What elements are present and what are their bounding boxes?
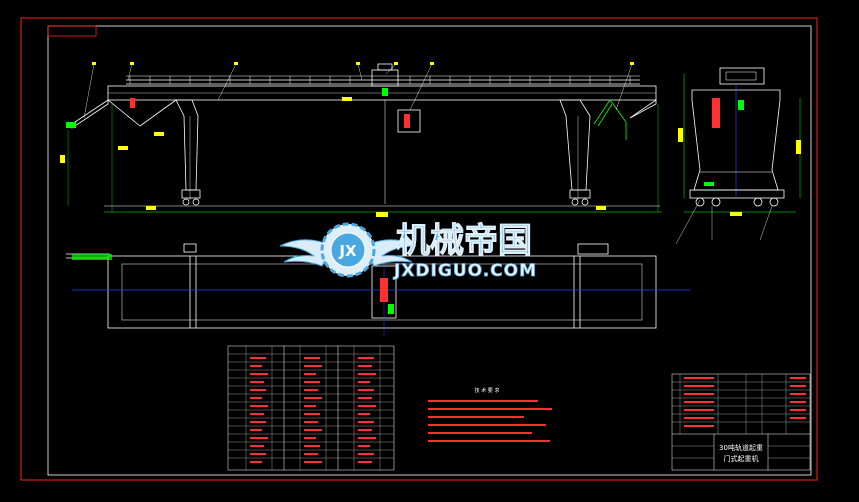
stair-right (593, 99, 627, 140)
title-block-name-line1: 30吨轨道起重 (719, 443, 763, 452)
watermark-logo: JX 机械帝国 JXDIGUO.COM (279, 221, 537, 281)
side-elevation-view (675, 67, 801, 245)
front-elevation-view (71, 63, 660, 207)
watermark-latin-text: JXDIGUO.COM (393, 261, 537, 281)
title-block-name-line2: 门式起重机 (724, 454, 759, 463)
wing-right-icon (363, 239, 417, 267)
right-cantilever (629, 99, 657, 119)
parts-list-table (227, 345, 395, 471)
hook-block (397, 109, 421, 133)
inner-frame (47, 25, 812, 476)
logo-letters: JX (338, 242, 357, 260)
corner-tag (47, 25, 97, 37)
tech-requirements-heading: 技 术 要 求 (475, 387, 500, 394)
side-view-colored-parts (678, 98, 801, 216)
title-block-text-marks (684, 377, 806, 427)
outer-frame (20, 17, 818, 481)
parts-list-text-marks (250, 357, 376, 463)
side-cab-upper (719, 67, 765, 85)
left-leg (175, 99, 199, 191)
girder-railing (126, 75, 640, 84)
wing-left-icon (279, 239, 333, 267)
front-view-annotations (60, 62, 662, 217)
parts-list-rows (228, 353, 394, 459)
left-cantilever (71, 99, 109, 129)
tech-requirements-lines (428, 400, 552, 442)
title-block-rows (672, 381, 810, 459)
right-leg (559, 99, 591, 191)
watermark-chinese-text: 机械帝国 (396, 221, 532, 261)
